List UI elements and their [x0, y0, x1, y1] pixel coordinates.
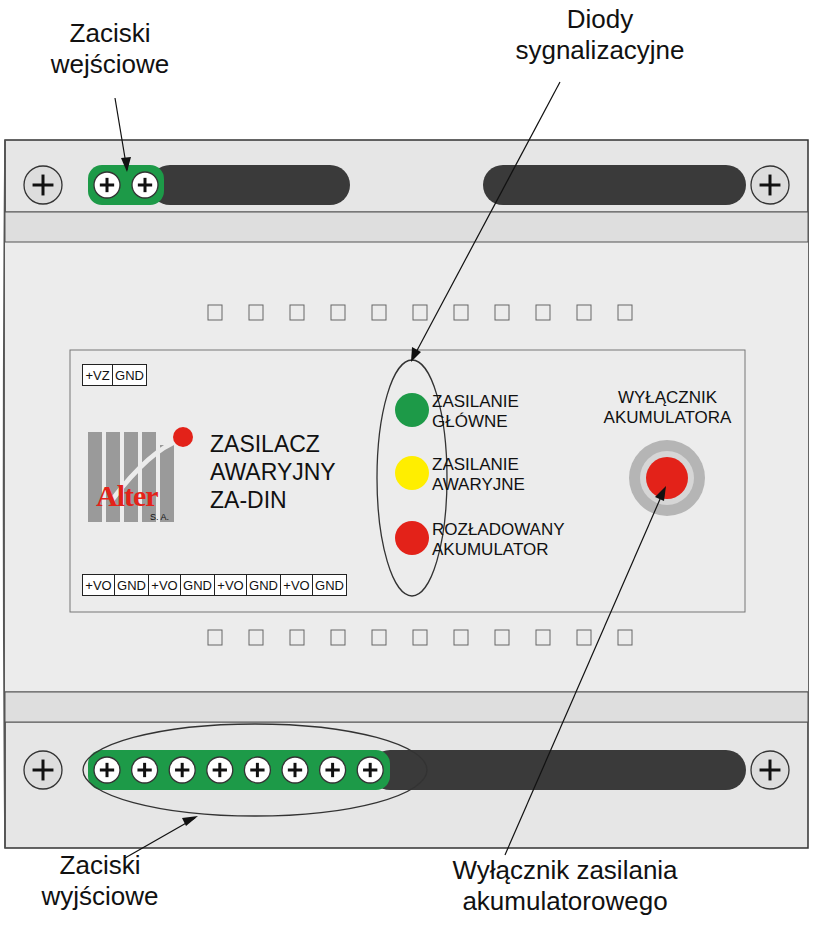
vent-square	[413, 305, 427, 320]
input-terminals	[88, 165, 164, 205]
led-red	[395, 521, 429, 555]
screw	[207, 757, 233, 783]
led-label: ZASILANIE AWARYJNE	[432, 455, 552, 495]
vent-square	[536, 305, 550, 320]
terminal-cell: GND	[246, 574, 281, 596]
housing	[5, 140, 808, 848]
vent-square	[495, 630, 509, 645]
screw	[320, 757, 346, 783]
terminal-cell: +VO	[214, 574, 247, 596]
terminal-cell: +VO	[280, 574, 313, 596]
screw	[357, 757, 383, 783]
terminal-slot	[150, 165, 350, 205]
output-terminals	[88, 750, 390, 790]
terminal-cell: GND	[312, 574, 347, 596]
screw	[244, 757, 270, 783]
screw	[132, 172, 158, 198]
logo-text: Alter	[96, 478, 196, 514]
switch-label: WYŁĄCZNIK AKUMULATORA	[585, 388, 750, 428]
screw	[282, 757, 308, 783]
screw	[24, 166, 62, 204]
screw	[132, 757, 158, 783]
terminal-cell: GND	[114, 574, 149, 596]
callout-label: Diody sygnalizacyjne	[480, 4, 720, 66]
terminal-cell: +VZ	[82, 364, 113, 386]
led-label: ROZŁADOWANY AKUMULATOR	[432, 520, 562, 560]
vent-square	[331, 630, 345, 645]
vent-square	[577, 630, 591, 645]
battery-switch	[629, 440, 705, 516]
screw	[751, 166, 789, 204]
terminal-cell: GND	[112, 364, 147, 386]
device-name: ZASILACZ AWARYJNY ZA-DIN	[210, 430, 370, 514]
vent-square	[413, 630, 427, 645]
logo-subtext: S. A.	[150, 512, 190, 523]
terminal-name: GND	[115, 368, 144, 383]
terminal-name: GND	[117, 578, 146, 593]
terminal-name: +VO	[217, 578, 243, 593]
vent-square	[249, 305, 263, 320]
screw	[94, 757, 120, 783]
terminal-name: +VO	[283, 578, 309, 593]
terminal-name: GND	[183, 578, 212, 593]
led-label: ZASILANIE GŁÓWNE	[432, 392, 552, 432]
terminal-name: GND	[315, 578, 344, 593]
vent-square	[290, 630, 304, 645]
screw	[751, 751, 789, 789]
vent-square	[331, 305, 345, 320]
vent-square	[454, 305, 468, 320]
vent-square	[618, 305, 632, 320]
terminal-name: +VO	[151, 578, 177, 593]
vent-square	[618, 630, 632, 645]
vent-square	[372, 630, 386, 645]
output-group-outline	[83, 724, 427, 816]
vent-square	[454, 630, 468, 645]
vent-square	[577, 305, 591, 320]
vent-square	[290, 305, 304, 320]
terminal-name: +VO	[85, 578, 111, 593]
led-yellow	[395, 456, 429, 490]
vent-square	[208, 630, 222, 645]
callout-label: Zaciski wyjściowe	[15, 850, 185, 912]
terminal-cell: +VO	[82, 574, 115, 596]
vent-square	[536, 630, 550, 645]
screw	[94, 172, 120, 198]
led-green	[395, 393, 429, 427]
leader-line	[413, 82, 560, 358]
vent-square	[249, 630, 263, 645]
terminal-cell: GND	[180, 574, 215, 596]
terminal-name: GND	[249, 578, 278, 593]
callout-label: Wyłącznik zasilania akumulatorowego	[400, 855, 730, 917]
terminal-cell: +VO	[148, 574, 181, 596]
callout-label: Zaciski wejściowe	[20, 18, 200, 80]
vent-square	[208, 305, 222, 320]
screw	[169, 757, 195, 783]
vent-square	[495, 305, 509, 320]
terminal-name: +VZ	[85, 368, 109, 383]
terminal-slot	[483, 165, 746, 205]
screw	[24, 751, 62, 789]
vent-square	[372, 305, 386, 320]
